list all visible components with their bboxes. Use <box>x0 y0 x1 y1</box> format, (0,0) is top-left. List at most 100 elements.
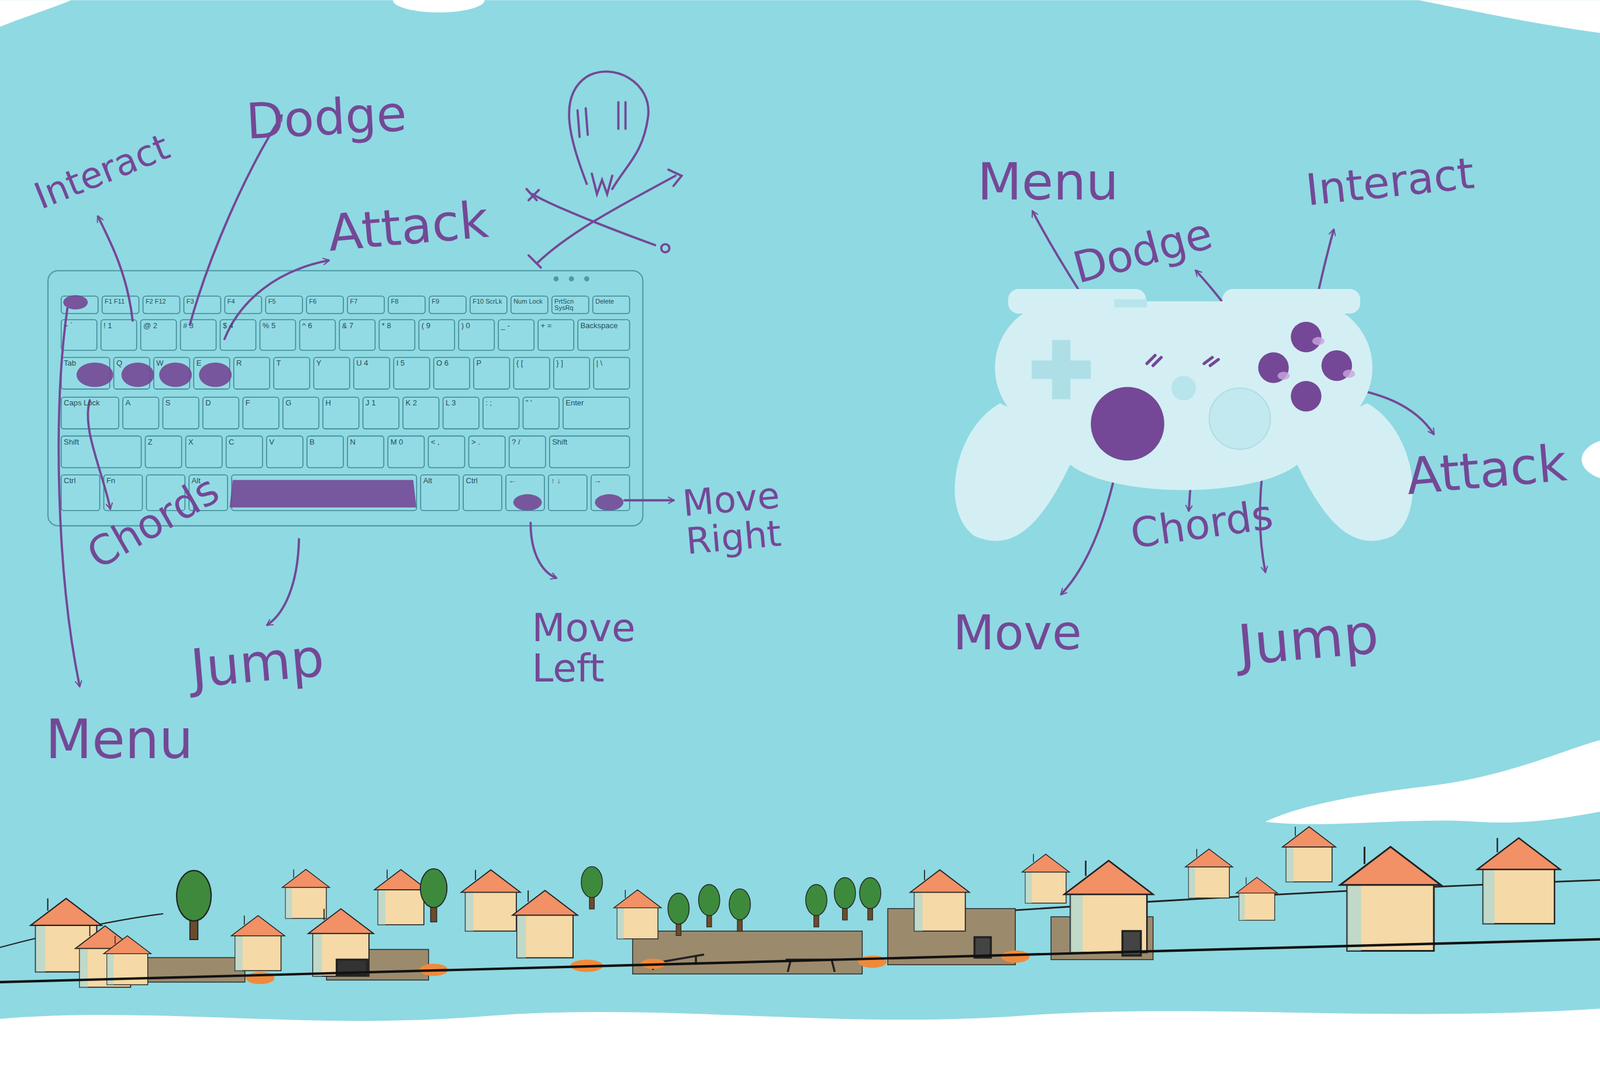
sketch-g <box>1277 336 1356 380</box>
skull-crossbones <box>526 71 682 268</box>
sketch-g <box>336 930 1141 975</box>
sketch-use <box>1282 826 1336 882</box>
handwritten-label: Interact <box>1303 150 1477 213</box>
handwritten-label: Jump <box>188 629 327 697</box>
key-cap <box>242 397 279 429</box>
sketch-rect <box>1114 299 1147 308</box>
key-legend: # 3 <box>183 321 215 330</box>
sketch-ellipse <box>63 295 88 310</box>
key-legend: D <box>205 398 237 407</box>
handwritten-label: Attack <box>1404 436 1570 503</box>
handwritten-label: Move Left <box>532 607 636 689</box>
key-legend: F9 <box>431 298 465 305</box>
handwritten-label: Move <box>953 607 1082 658</box>
handwritten-label: Menu <box>45 711 194 769</box>
key-legend: F2 F12 <box>145 298 179 305</box>
sketch-use <box>909 869 970 931</box>
key-legend: Num Lock <box>513 298 547 305</box>
key-legend: ^ 6 <box>302 321 334 330</box>
key-cap <box>145 435 182 468</box>
key-cap <box>233 357 270 389</box>
sketch-path <box>532 194 655 246</box>
key-cap <box>140 319 177 350</box>
key-cap <box>347 435 384 468</box>
sketch-path <box>87 400 110 509</box>
key-cap <box>180 319 217 350</box>
sketch-use <box>1022 853 1070 903</box>
key-cap <box>61 474 100 511</box>
sketch-ellipse <box>594 494 624 511</box>
key-legend: + = <box>540 321 573 330</box>
key-cap <box>463 474 502 511</box>
sketch-use <box>834 877 856 920</box>
key-legend: R <box>236 359 268 367</box>
keyboard-keys <box>61 295 630 510</box>
key-cap <box>202 397 239 429</box>
key-cap <box>509 435 546 468</box>
key-legend: Alt <box>191 476 227 485</box>
key-cap <box>265 295 303 314</box>
key-legend: } ] <box>556 359 588 367</box>
key-legend: ! 1 <box>103 321 136 330</box>
key-cap <box>563 397 630 429</box>
sketch-circle <box>1209 387 1271 450</box>
key-legend: & 7 <box>342 321 374 330</box>
sketch-use <box>614 889 662 939</box>
sketch-use <box>859 877 881 920</box>
key-cap <box>363 397 399 429</box>
sketch-g <box>246 950 1030 985</box>
key-legend: Caps Lock <box>63 398 117 407</box>
sketch-use <box>461 869 521 931</box>
key-cap <box>185 435 223 468</box>
key-legend: Ctrl <box>63 476 99 485</box>
key-legend: → <box>593 476 629 485</box>
key-legend: B <box>309 438 342 446</box>
key-cap <box>593 357 630 389</box>
key-cap <box>552 295 589 314</box>
town-illustration <box>0 826 1600 987</box>
key-cap <box>458 319 495 350</box>
key-legend: L 3 <box>445 398 478 407</box>
key-legend: $ 4 <box>222 321 255 330</box>
key-legend: E <box>196 359 229 367</box>
key-cap <box>183 295 221 314</box>
sketch-rect <box>47 270 643 526</box>
sketch-use <box>1185 848 1233 898</box>
key-cap <box>473 357 510 389</box>
key-cap <box>102 295 140 314</box>
key-cap <box>393 357 430 389</box>
key-cap <box>226 435 263 468</box>
key-legend: PrtScn SysRq <box>554 298 588 312</box>
sketch-path <box>1061 464 1118 595</box>
key-legend: Delete <box>595 298 629 305</box>
key-legend: F7 <box>350 298 384 305</box>
sketch-use <box>698 884 720 927</box>
handwritten-label: Dodge <box>245 87 409 147</box>
key-cap <box>266 435 303 468</box>
key-cap <box>306 295 344 314</box>
key-legend: F4 <box>227 298 261 305</box>
key-cap <box>592 295 630 314</box>
gamepad <box>954 288 1413 541</box>
key-legend: * 8 <box>381 321 414 330</box>
key-cap <box>387 435 424 468</box>
key-cap <box>339 319 375 350</box>
sketch-circle <box>1290 380 1322 412</box>
sketch-path <box>1146 355 1219 366</box>
handwritten-label: Jump <box>1235 604 1382 675</box>
key-cap <box>429 295 467 314</box>
key-cap <box>122 397 159 429</box>
sketch-path <box>618 102 626 129</box>
key-cap <box>61 397 119 429</box>
key-legend: Backspace <box>580 321 629 330</box>
key-cap <box>259 319 296 350</box>
key-legend: ← <box>508 476 543 485</box>
key-scribbles <box>63 295 624 511</box>
key-legend: ? / <box>511 438 544 446</box>
handwritten-label: Menu <box>977 154 1119 209</box>
sketch-path <box>1265 739 1600 824</box>
key-legend: F <box>245 398 278 407</box>
key-legend: " ' <box>525 398 558 407</box>
